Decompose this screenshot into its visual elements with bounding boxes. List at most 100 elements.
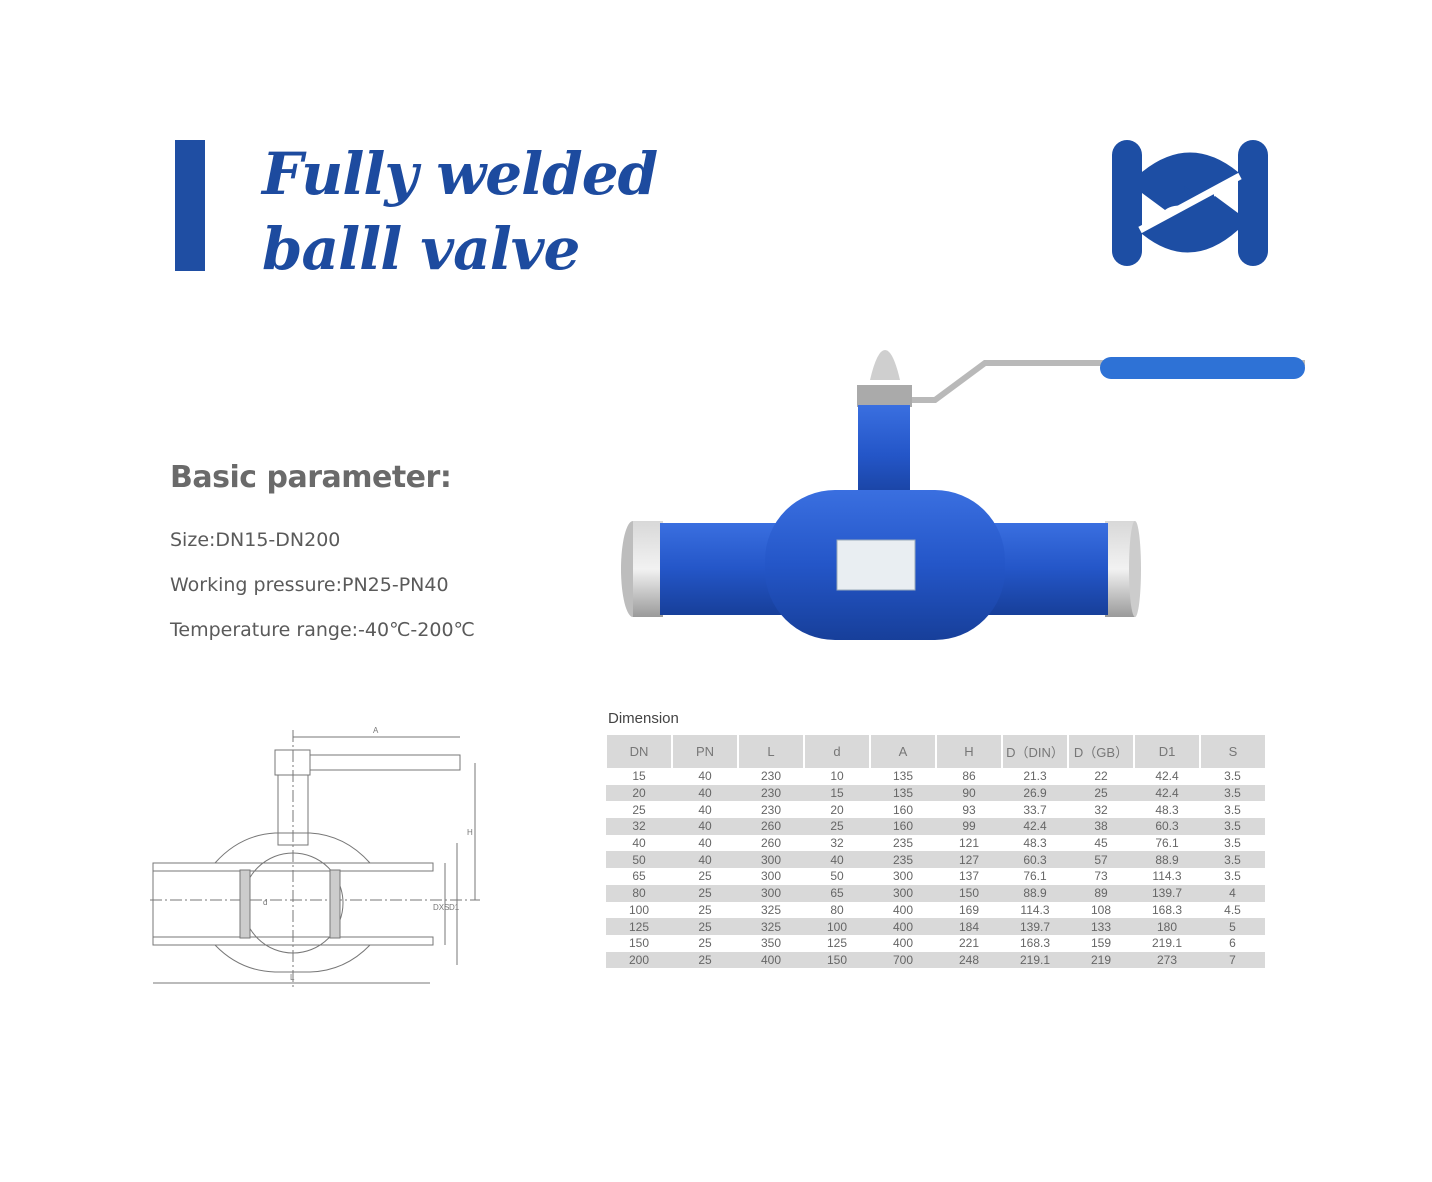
table-cell: 3.5 xyxy=(1224,836,1241,851)
table-cell: 169 xyxy=(958,902,980,917)
table-cell: 32 xyxy=(830,836,844,851)
table-cell: 3.5 xyxy=(1200,818,1265,835)
table-cell: 235 xyxy=(892,836,914,851)
table-cell: 80 xyxy=(606,884,672,902)
page-title-line1: Fully welded xyxy=(262,140,658,208)
dimension-heading: Dimension xyxy=(608,710,679,727)
table-cell: 160 xyxy=(892,802,914,817)
table-cell: 260 xyxy=(738,818,804,835)
drawing-label-d: d xyxy=(263,898,267,907)
table-cell: 135 xyxy=(892,769,914,784)
table-cell: 3.5 xyxy=(1200,851,1265,869)
column-header: S xyxy=(1199,735,1265,768)
table-cell: 48.3 xyxy=(1023,836,1047,851)
technical-drawing: A H d DXS D1 L xyxy=(150,726,480,990)
table-cell: 219.1 xyxy=(1002,951,1068,969)
table-cell: 89 xyxy=(1068,884,1134,902)
table-cell: 221 xyxy=(958,936,980,951)
table-cell: 400 xyxy=(892,936,914,951)
table-cell: 3.5 xyxy=(1200,784,1265,802)
table-cell: 139.7 xyxy=(1134,884,1200,902)
table-cell: 20 xyxy=(606,784,672,802)
table-cell: 300 xyxy=(870,884,936,902)
table-cell: 45 xyxy=(1094,836,1108,851)
table-cell: 60.3 xyxy=(1002,851,1068,869)
table-cell: 230 xyxy=(760,802,782,817)
table-cell: 4 xyxy=(1200,884,1265,902)
table-cell: 32 xyxy=(1094,802,1108,817)
table-cell: 114.3 xyxy=(1020,902,1050,917)
table-cell: 99 xyxy=(936,818,1002,835)
table-cell: 25 xyxy=(632,802,646,817)
drawing-label-d1: D1 xyxy=(449,903,460,912)
table-cell: 350 xyxy=(760,936,782,951)
table-cell: 25 xyxy=(698,902,712,917)
table-cell: 21.3 xyxy=(1023,769,1047,784)
table-cell: 184 xyxy=(936,918,1002,935)
table-cell: 48.3 xyxy=(1155,802,1179,817)
table-cell: 230 xyxy=(738,784,804,802)
table-cell: 219.1 xyxy=(1151,936,1183,951)
table-cell: 248 xyxy=(936,951,1002,969)
column-header: D1 xyxy=(1133,735,1200,768)
table-cell: 73 xyxy=(1094,869,1108,884)
table-cell: 90 xyxy=(936,784,1002,802)
column-header: L xyxy=(737,735,804,768)
table-cell: 80 xyxy=(830,902,844,917)
param-temperature: Temperature range:-40℃-200℃ xyxy=(170,619,475,641)
column-header: H xyxy=(935,735,1002,768)
table-cell: 133 xyxy=(1068,918,1134,935)
title-accent-bar xyxy=(175,140,205,271)
table-cell: 40 xyxy=(698,802,712,817)
table-cell: 40 xyxy=(672,851,738,869)
table-cell: 139.7 xyxy=(1002,918,1068,935)
table-cell: 86 xyxy=(962,769,976,784)
table-cell: 5 xyxy=(1200,918,1265,935)
table-cell: 40 xyxy=(804,851,870,869)
table-cell: 180 xyxy=(1134,918,1200,935)
table-cell: 32 xyxy=(606,818,672,835)
page-title-line2: balll valve xyxy=(262,215,580,283)
table-cell: 235 xyxy=(870,851,936,869)
table-cell: 42.4 xyxy=(1002,818,1068,835)
table-cell: 6 xyxy=(1229,936,1236,951)
table-cell: 700 xyxy=(870,951,936,969)
table-cell: 93 xyxy=(962,802,976,817)
table-cell: 159 xyxy=(1090,936,1112,951)
table-cell: 15 xyxy=(632,769,646,784)
table-cell: 40 xyxy=(632,836,646,851)
table-cell: 22 xyxy=(1094,769,1108,784)
table-cell: 7 xyxy=(1200,951,1265,969)
table-cell: 137 xyxy=(958,869,980,884)
table-cell: 100 xyxy=(804,918,870,935)
table-cell: 125 xyxy=(826,936,848,951)
table-cell: 88.9 xyxy=(1002,884,1068,902)
table-cell: 400 xyxy=(870,918,936,935)
table-cell: 400 xyxy=(892,902,914,917)
drawing-label-a: A xyxy=(373,726,379,735)
table-cell: 40 xyxy=(672,784,738,802)
table-cell: 40 xyxy=(698,836,712,851)
table-cell: 300 xyxy=(738,884,804,902)
table-cell: 135 xyxy=(870,784,936,802)
table-cell: 273 xyxy=(1134,951,1200,969)
table-cell: 300 xyxy=(738,851,804,869)
table-cell: 168.3 xyxy=(1019,936,1051,951)
ball-valve-photo xyxy=(621,350,1305,640)
table-cell: 25 xyxy=(672,918,738,935)
table-cell: 260 xyxy=(760,836,782,851)
table-cell: 150 xyxy=(804,951,870,969)
table-cell: 25 xyxy=(672,884,738,902)
column-header: d xyxy=(803,735,870,768)
